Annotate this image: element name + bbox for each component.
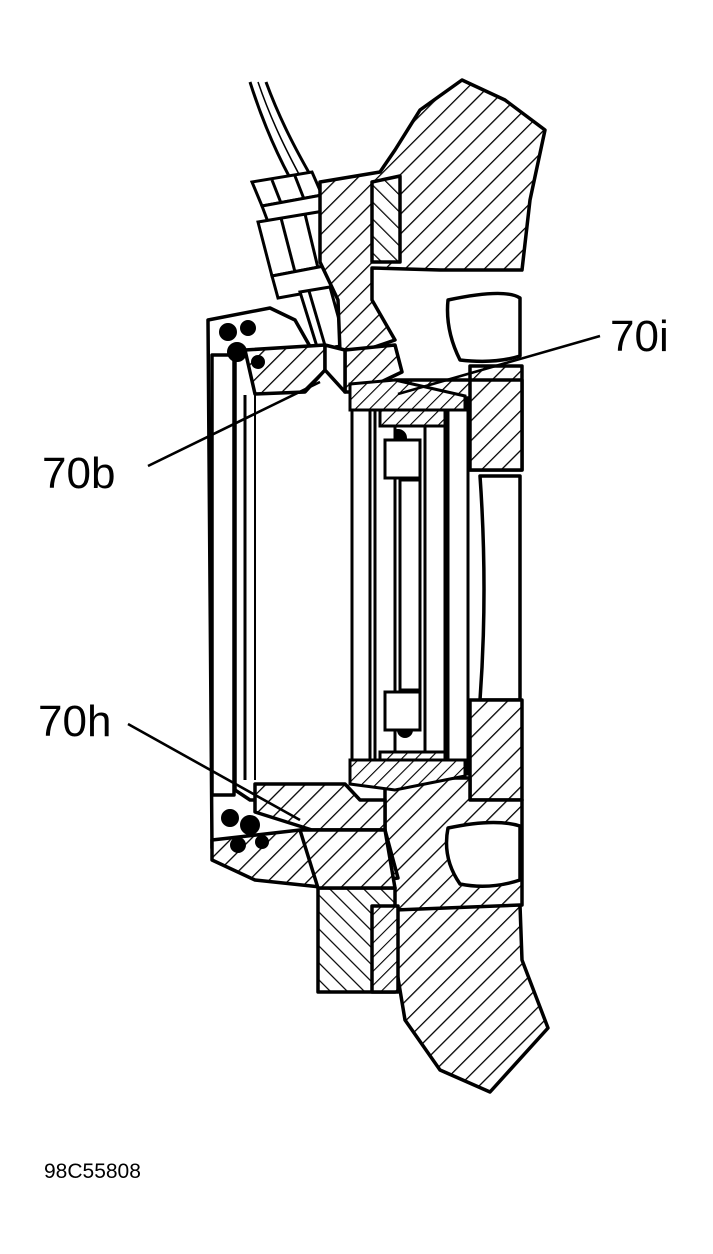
leader-70h: [127, 722, 301, 822]
leader-70i: [397, 334, 601, 396]
leader-70b: [147, 380, 321, 468]
sensor-cable: [248, 81, 314, 179]
housing-lower: [316, 698, 550, 1094]
callout-70i: 70i: [610, 312, 669, 361]
callout-70h: 70h: [38, 697, 112, 746]
wheel-bearing: [348, 378, 470, 792]
hub-body: [206, 306, 404, 890]
figure-code: 98C55808: [44, 1160, 141, 1183]
leader-lines: [127, 334, 601, 822]
callout-70b: 70b: [42, 449, 116, 498]
